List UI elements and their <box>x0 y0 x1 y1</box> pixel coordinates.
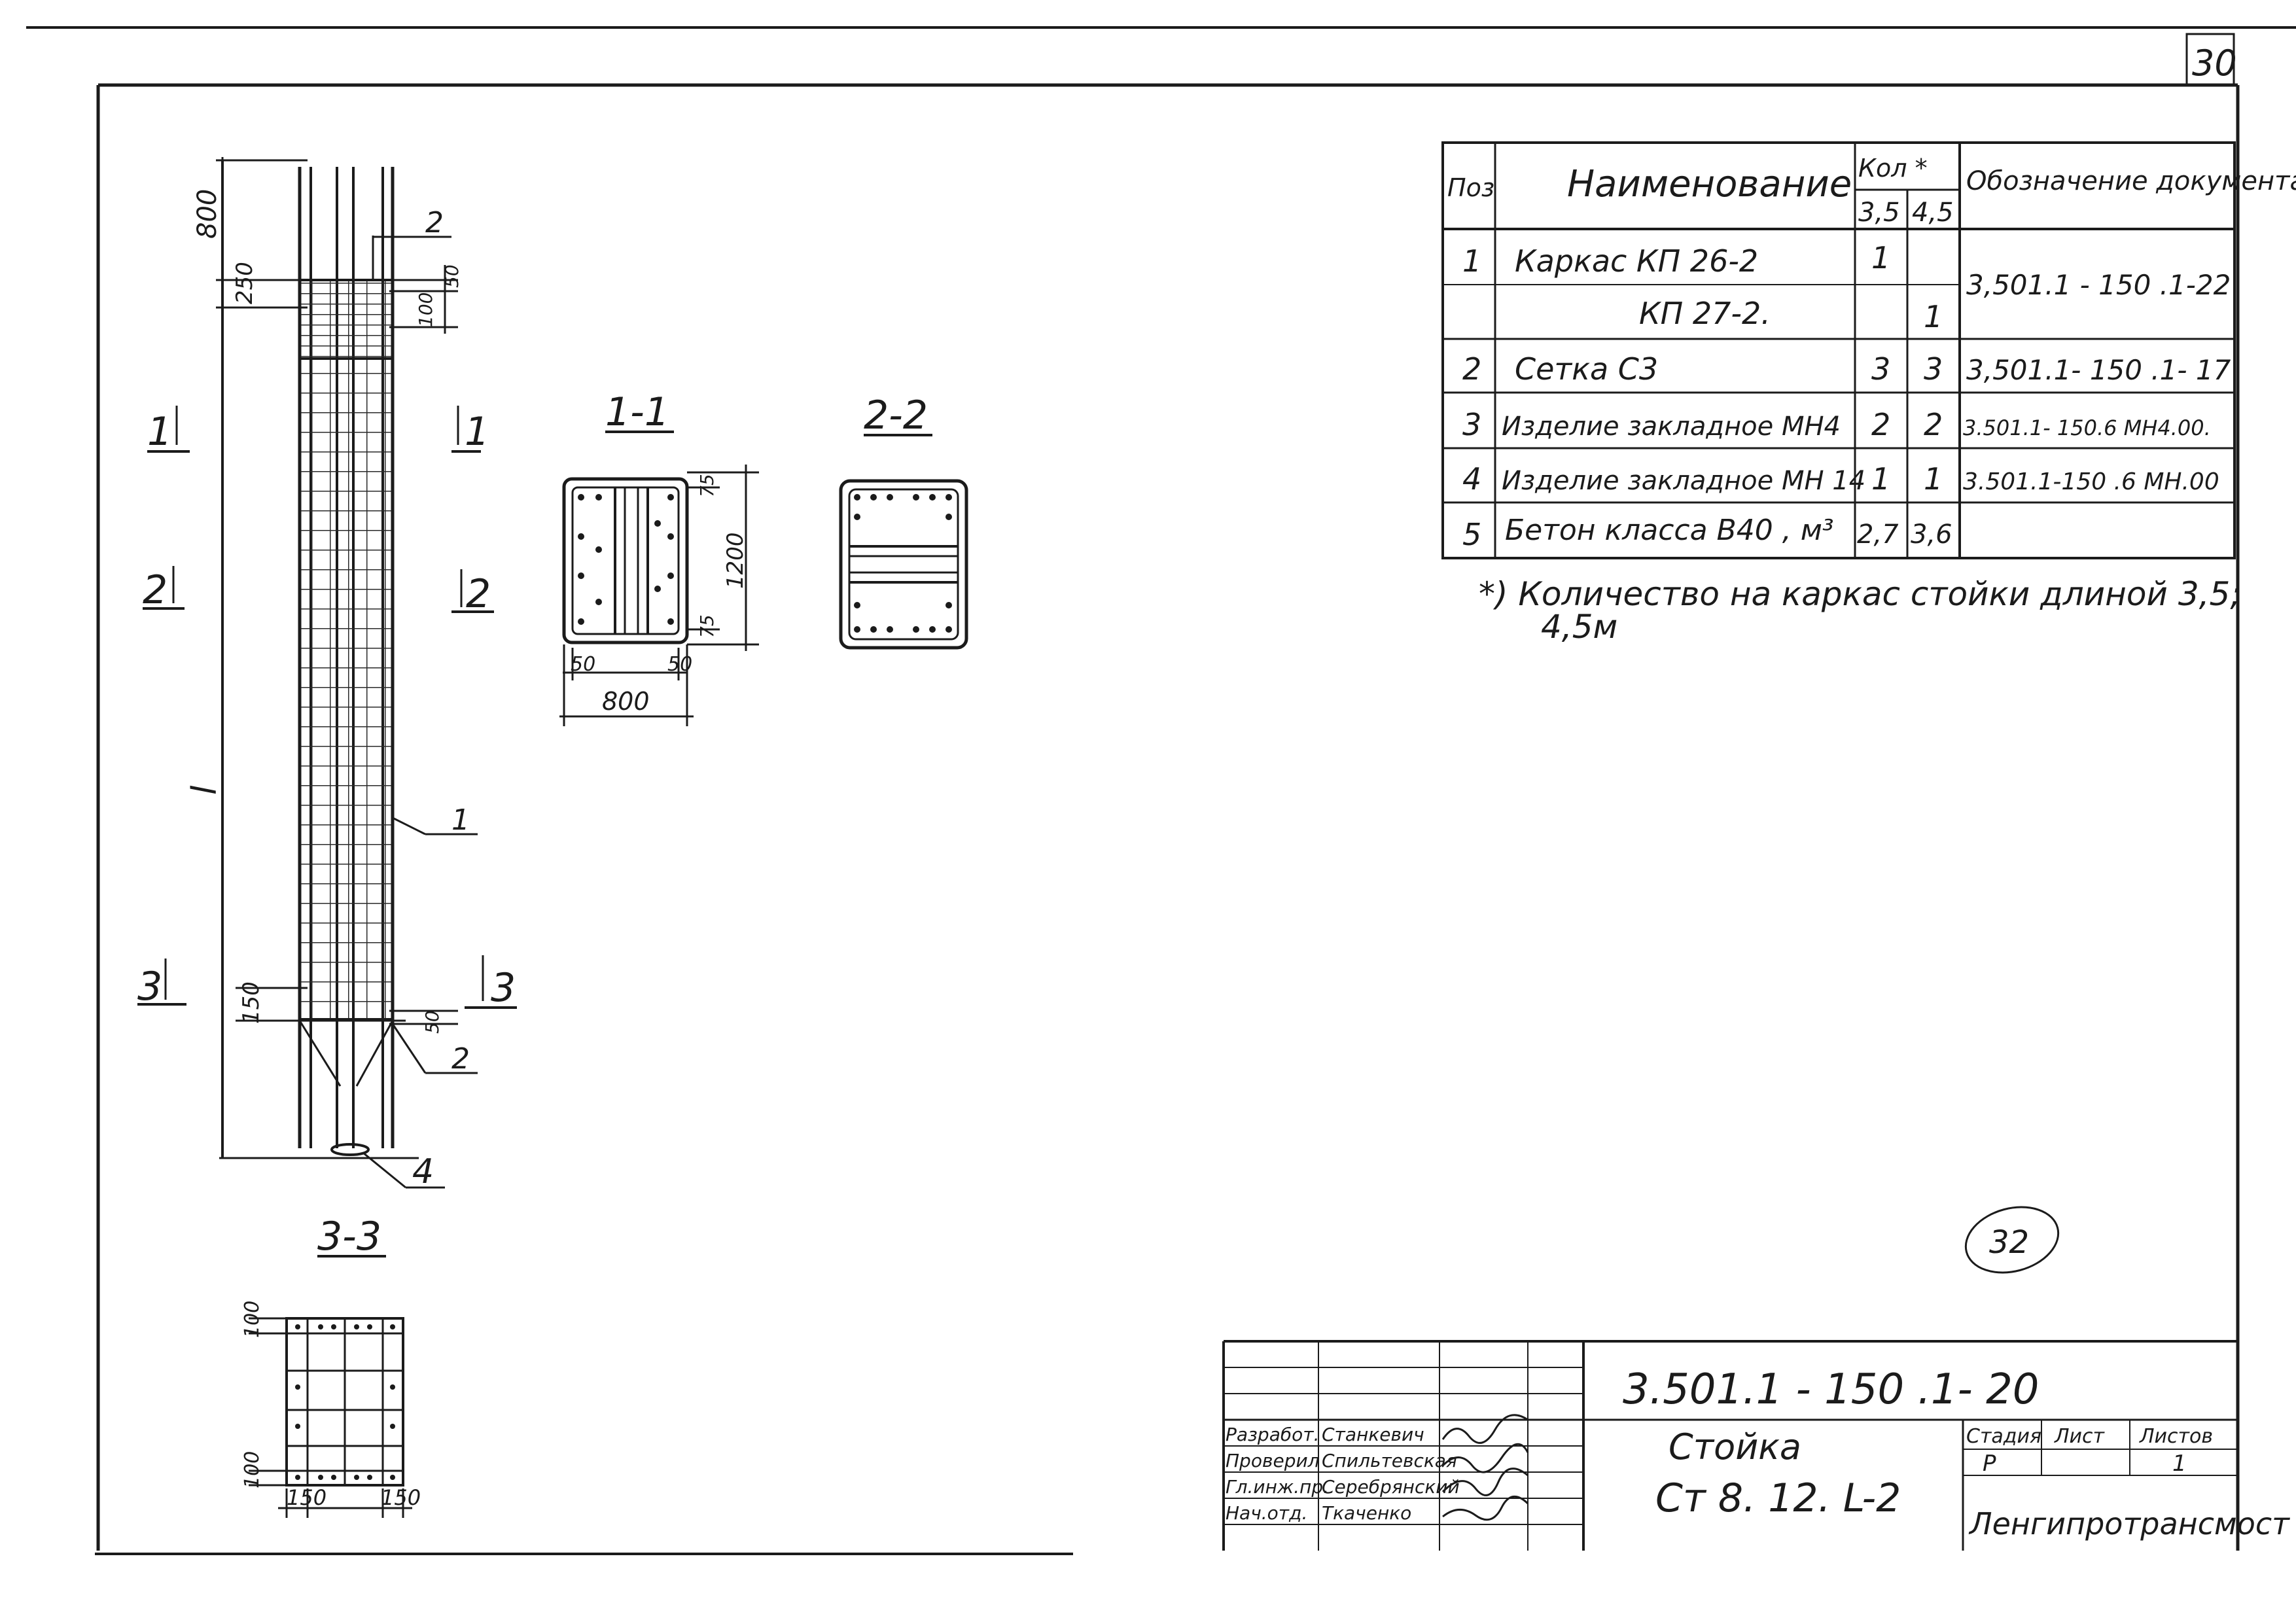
table-cell-qty-b: 3 <box>1924 351 1943 387</box>
table-cell-qty-a: 1 <box>1871 240 1890 275</box>
position-label: 2 <box>451 1042 470 1076</box>
sheet-label: Лист <box>2054 1425 2106 1448</box>
role-person: Ткаченко <box>1322 1502 1411 1524</box>
position-label: 1 <box>451 803 470 837</box>
role-label: Проверил <box>1226 1450 1320 1471</box>
table-header-qty: Кол * <box>1858 154 1928 183</box>
role-label: Гл.инж.пр. <box>1226 1476 1329 1498</box>
position-label: 4 <box>412 1152 434 1191</box>
sheets-value: 1 <box>2172 1451 2187 1477</box>
role-label: Нач.отд. <box>1226 1502 1307 1524</box>
table-cell-qty-b: 1 <box>1924 299 1943 334</box>
section-cut-label: 1 <box>147 409 172 455</box>
table-cell-name: Изделие закладное МН 14 <box>1502 466 1865 496</box>
circle-stamp-number: 32 <box>1989 1224 2029 1261</box>
dim-cover-top: 75 <box>696 474 718 497</box>
table-cell-doc: 3.501.1-150 .6 МН.00 <box>1963 468 2219 495</box>
role-person: Спильтевская <box>1322 1450 1457 1471</box>
table-header-qty-a: 3,5 <box>1858 198 1900 228</box>
table-cell-name: КП 27-2. <box>1639 296 1771 331</box>
section-title: 2-2 <box>864 393 928 438</box>
circle-stamp <box>1964 1206 2060 1274</box>
table-footnote: 4,5м <box>1541 608 1617 646</box>
sheet-frame <box>26 26 2296 1555</box>
dim-offset-top: 250 <box>232 262 258 304</box>
page-number: 30 <box>2192 43 2237 84</box>
document-code: 3.501.1 - 150 .1- 20 <box>1623 1365 2040 1414</box>
section-cut-label: 3 <box>137 964 162 1010</box>
stage-label: Стадия <box>1966 1425 2041 1448</box>
dim-edge-right: 50 <box>667 653 692 676</box>
section-title: 3-3 <box>317 1214 381 1259</box>
section-cut-label: 3 <box>491 965 516 1011</box>
section-cut-label: 1 <box>465 409 489 455</box>
section-cut-label: 2 <box>143 567 168 613</box>
section-3-3 <box>249 1255 412 1518</box>
dim-height: 1200 <box>722 532 749 589</box>
dim-top: 100 <box>241 1301 264 1338</box>
table-cell-doc: 3,501.1- 150 .1- 17 <box>1966 354 2231 386</box>
dim-length: l <box>185 785 224 795</box>
item-mark: Ст 8. 12. L-2 <box>1655 1475 1901 1521</box>
title-block <box>1222 1340 2238 1551</box>
dim-right: 150 <box>381 1485 421 1510</box>
section-cut-label: 2 <box>466 571 491 617</box>
table-cell-qty-b: 2 <box>1924 407 1943 442</box>
role-label: Разработ. <box>1226 1424 1319 1445</box>
table-cell-name: Бетон класса В40 , м³ <box>1505 514 1834 547</box>
dim-bottom-left: 150 <box>238 981 264 1024</box>
section-2-2 <box>839 434 968 650</box>
dim-right-top2: 50 <box>441 264 463 288</box>
spec-table <box>1441 141 2236 559</box>
dim-width: 800 <box>602 687 650 716</box>
position-label: 2 <box>425 206 444 239</box>
dim-left: 150 <box>287 1485 327 1510</box>
table-cell-doc: 3.501.1- 150.6 МН4.00. <box>1963 415 2211 440</box>
table-cell-qty-b: 3,6 <box>1911 519 1952 550</box>
table-footnote: *) Количество на каркас стойки длиной 3,… <box>1479 575 2241 613</box>
item-name: Стойка <box>1669 1426 1801 1468</box>
role-person: Серебрянский <box>1322 1476 1460 1498</box>
table-cell-name: Сетка С3 <box>1515 351 1658 387</box>
section-cut-markers <box>137 406 517 1009</box>
table-header-name: Наименование <box>1567 163 1852 205</box>
table-cell-pos: 4 <box>1462 461 1481 497</box>
table-cell-pos: 5 <box>1462 517 1481 552</box>
sheets-label: Листов <box>2139 1425 2213 1448</box>
table-cell-name: Каркас КП 26-2 <box>1515 243 1758 279</box>
table-cell-qty-a: 2,7 <box>1857 519 1899 550</box>
table-cell-qty-a: 3 <box>1871 351 1890 387</box>
table-cell-pos: 2 <box>1462 351 1481 387</box>
section-1-1 <box>559 431 759 726</box>
table-cell-name: Изделие закладное МН4 <box>1502 412 1841 442</box>
column-elevation <box>216 157 478 1189</box>
dim-bottom-right: 50 <box>421 1010 443 1034</box>
section-title: 1-1 <box>605 389 669 435</box>
table-cell-qty-b: 1 <box>1924 461 1943 497</box>
table-header-qty-b: 4,5 <box>1912 198 1954 228</box>
role-person: Станкевич <box>1322 1424 1424 1445</box>
dim-top: 800 <box>192 189 222 239</box>
stage-value: Р <box>1983 1451 1996 1477</box>
table-cell-pos: 1 <box>1462 243 1481 279</box>
table-cell-qty-a: 1 <box>1871 461 1890 497</box>
dim-bottom: 100 <box>241 1451 264 1488</box>
dim-edge-left: 50 <box>571 653 595 676</box>
table-header-doc: Обозначение документа <box>1966 166 2296 196</box>
dim-cover-bottom: 75 <box>696 614 718 638</box>
table-cell-doc: 3,501.1 - 150 .1-22 <box>1966 269 2231 301</box>
table-header-pos: Поз <box>1447 173 1494 202</box>
table-cell-qty-a: 2 <box>1871 407 1890 442</box>
signatures <box>1441 1414 1529 1521</box>
table-cell-pos: 3 <box>1462 407 1481 442</box>
dim-right-top: 100 <box>415 292 436 327</box>
organization: Ленгипротрансмост <box>1968 1506 2290 1541</box>
